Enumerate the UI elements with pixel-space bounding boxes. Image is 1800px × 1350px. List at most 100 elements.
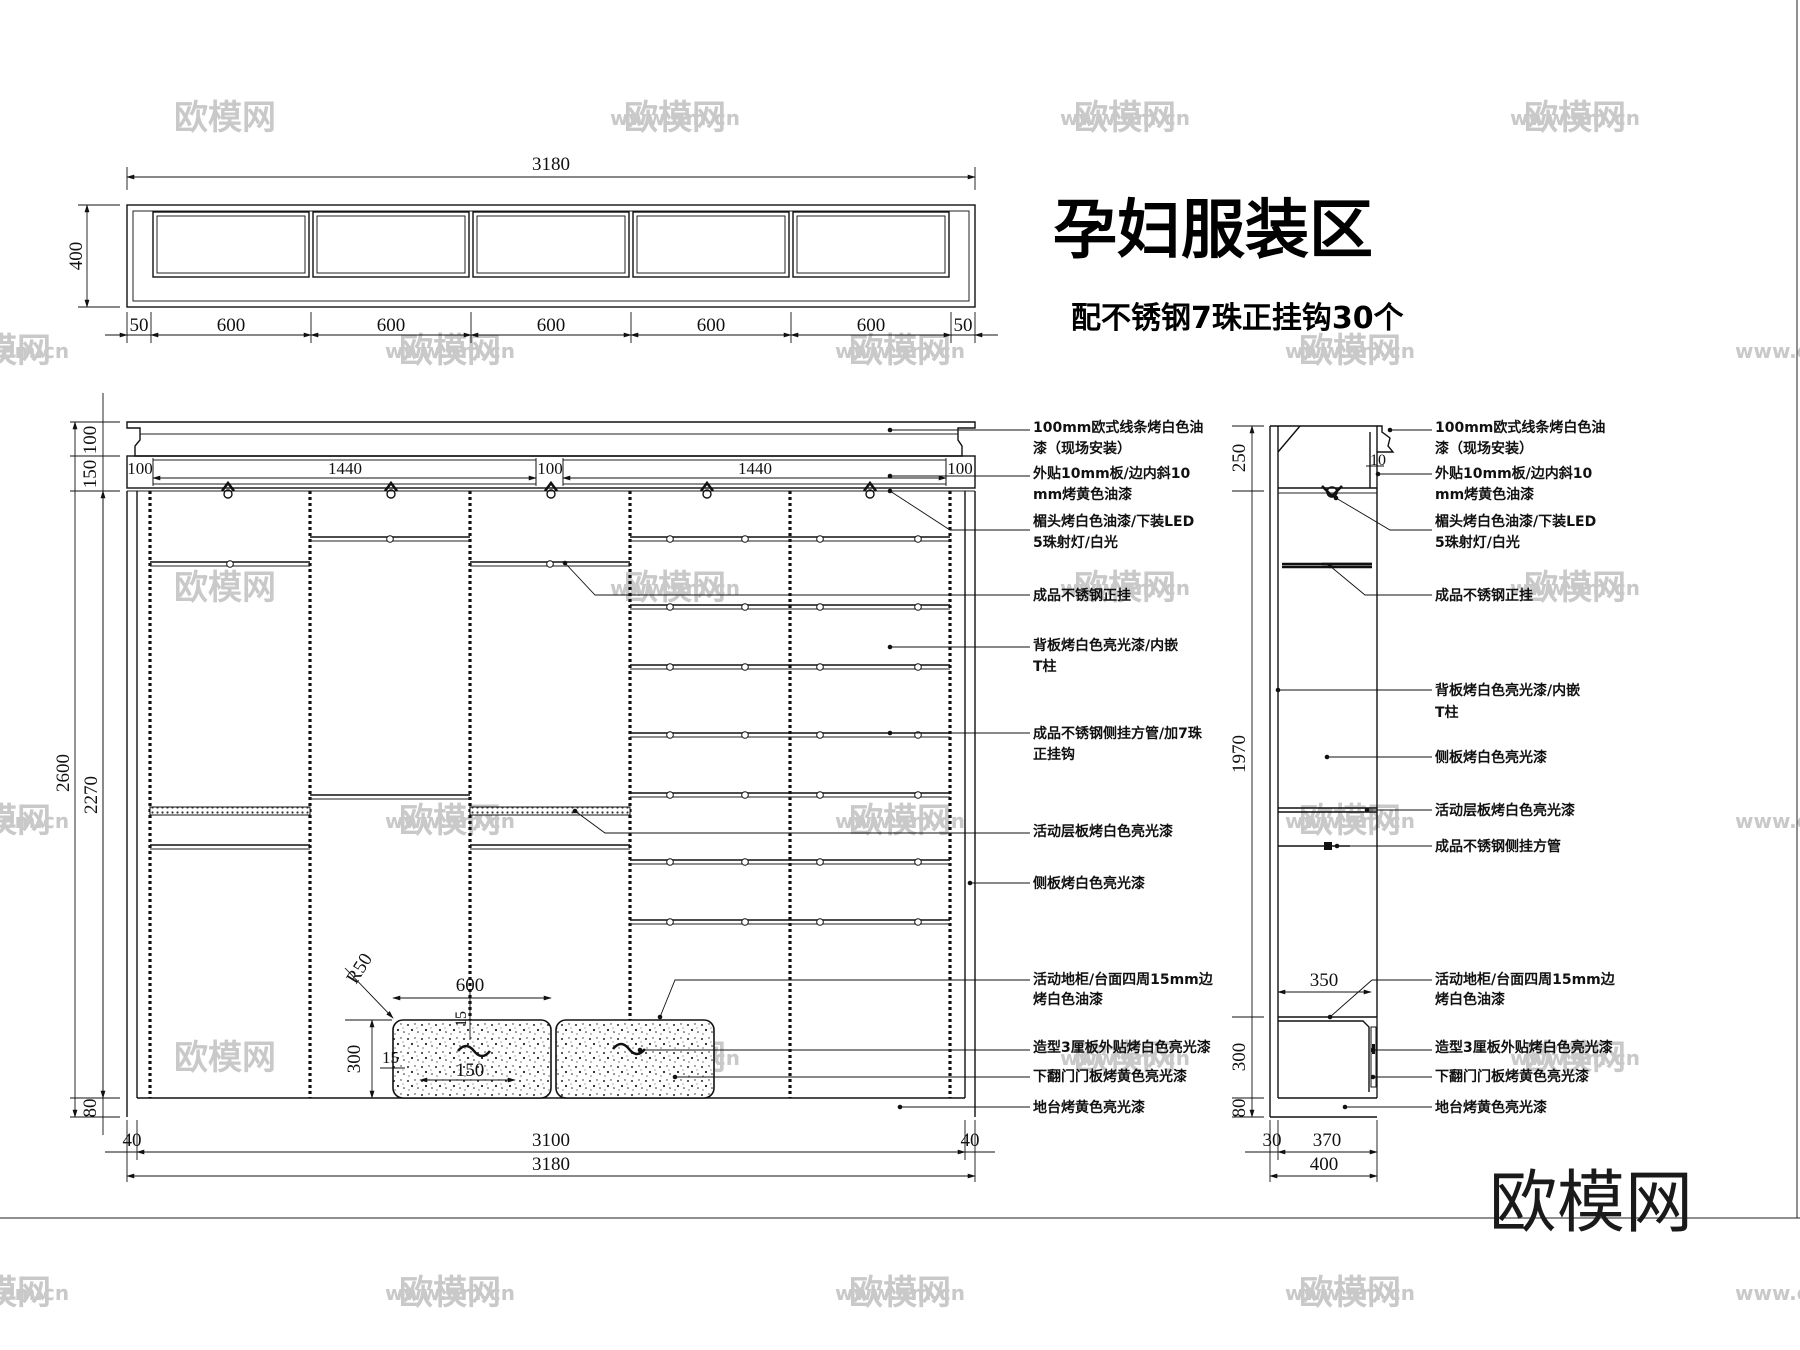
side-dim-250: 250 [1229,444,1250,473]
leader-dot [1333,495,1339,501]
hook-bead [816,535,824,543]
drawer-width-dim: 600 [456,975,485,996]
front-note-line: 100mm欧式线条烤白色油 [1033,419,1203,436]
top-seg-dim-5: 600 [857,315,886,336]
front-note-line: 成品不锈钢侧挂方管/加7珠 [1033,725,1203,742]
note-leader [1335,497,1432,531]
top-panel-inner [476,215,626,274]
led-spot [220,480,236,492]
watermark-logo: 欧模网 [1524,98,1626,138]
drawer-edge-dim: 15 [382,1048,399,1067]
front-top-dim-3: 1440 [738,459,772,478]
side-bottom-dim-400: 400 [1310,1154,1339,1175]
watermark-url: www.om.cn [835,809,965,833]
watermark-url: www.om.cn [1510,576,1640,600]
leader-dot [1327,1014,1333,1020]
hook-bead [741,603,749,611]
leader-dot [1327,563,1333,569]
side-dim-1970: 1970 [1229,735,1250,773]
watermark-url: www.om.cn [1510,1046,1640,1070]
front-note-line: 楣头烤白色油漆/下装LED [1033,513,1194,530]
hook-bead [816,918,824,926]
side-dim-80: 80 [1229,1099,1250,1118]
hook-bead [226,560,234,568]
hook-bead [741,731,749,739]
front-top-dim-4: 100 [947,459,973,478]
front-note-line: 漆（现场安装） [1033,440,1131,457]
top-total-width: 3180 [532,154,570,175]
watermark-logo: 欧模网 [1299,331,1401,371]
hook-bead [666,603,674,611]
leader-dot [1375,471,1381,477]
watermark-url: www.om.cn [385,1281,515,1305]
front-note-line: mm烤黄色油漆 [1033,486,1132,503]
front-left-dim-100: 100 [80,426,101,455]
hook-bead [666,731,674,739]
top-seg-dim-0: 50 [130,315,149,336]
leader-dot [672,1074,678,1080]
side-note-line: 漆（现场安装） [1435,440,1533,457]
watermark-url: www.om.cn [610,576,740,600]
top-panel-inner [796,215,946,274]
note-leader [1329,979,1432,1018]
watermark-logo: 欧模网 [1524,568,1626,608]
hook-bead [741,791,749,799]
hook-bead [914,535,922,543]
hook-bead [741,918,749,926]
watermark-url: www.om.cn [385,339,515,363]
hook-bead [914,918,922,926]
hook-bead [816,731,824,739]
watermark-url-partial: om.cn [1,809,69,833]
front-note-line: T柱 [1033,658,1057,675]
watermark-logo: 欧模网 [1074,568,1176,608]
page-title: 孕妇服装区 [1053,194,1373,268]
shelf-hatched [469,806,631,816]
front-note-line: 侧板烤白色亮光漆 [1033,875,1145,892]
led-spot [383,480,399,492]
watermark-logo: 欧模网 [174,98,276,138]
hook-bead [741,663,749,671]
front-left-dim-2600: 2600 [53,754,74,792]
hook-bead [546,560,554,568]
watermark-url: www.om.cn [1060,1046,1190,1070]
hook-bead [914,663,922,671]
side-note-line: 成品不锈钢侧挂方管 [1435,838,1561,855]
leader-dot [572,808,578,814]
hook-bead [666,791,674,799]
front-left-dim-80: 80 [80,1099,101,1118]
leader-dot [1342,1104,1348,1110]
watermark-logo: 欧模网 [0,1273,51,1313]
note-leader [564,562,1030,596]
front-note-line: 活动地柜/台面四周15mm边 [1033,971,1214,988]
note-leader [574,810,1030,834]
front-note-line: 活动层板烤白色亮光漆 [1033,823,1173,840]
side-dim-300: 300 [1229,1043,1250,1072]
leader-dot [562,560,568,566]
leader-dot [657,1014,663,1020]
front-top-dim-0: 100 [127,459,153,478]
side-note-line: 100mm欧式线条烤白色油 [1435,419,1605,436]
watermark-logo: 欧模网 [399,1273,501,1313]
side-note-line: 下翻门门板烤黄色亮光漆 [1435,1068,1589,1085]
watermark-url: www.om.cn [1060,576,1190,600]
side-note-line: 背板烤白色亮光漆/内嵌 [1435,682,1580,699]
front-top-dim-1: 1440 [328,459,362,478]
watermark-logo: 欧模网 [399,331,501,371]
front-top-dim-2: 100 [537,459,563,478]
leader-dot [1324,754,1330,760]
watermark-logo: 欧模网 [849,1273,951,1313]
led-spot-lens [223,489,233,499]
leader-dot [887,473,893,479]
watermark-logo: 欧模网 [0,801,51,841]
watermark-url-partial: om.cn [1,1281,69,1305]
leader-dot [1387,427,1393,433]
watermark-url: www.om.cn [1285,809,1415,833]
top-panel-inner [316,215,466,274]
front-bottom-dim-3180: 3180 [532,1154,570,1175]
watermark-logo: 欧模网 [849,331,951,371]
shelf-hatched [149,806,311,816]
led-spot [862,480,878,492]
drawer-height-dim: 300 [344,1045,365,1074]
